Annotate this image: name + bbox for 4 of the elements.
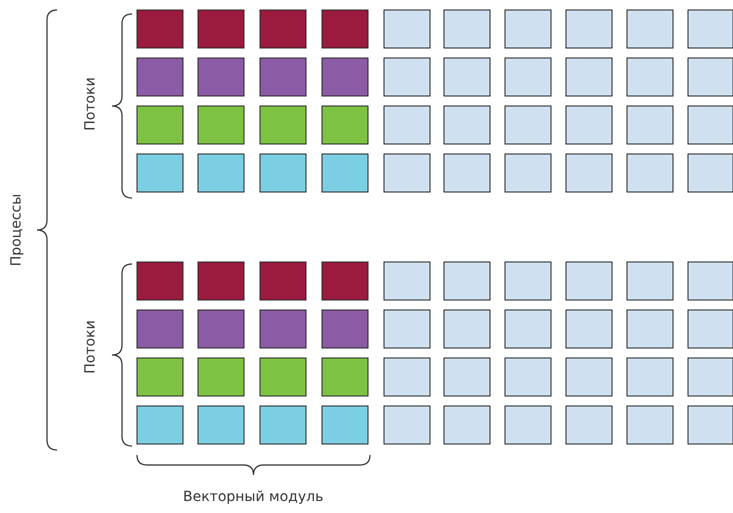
axis-label: Потоки <box>82 77 98 131</box>
brace-label: Векторный модуль <box>183 489 324 505</box>
axis-label: Потоки <box>82 320 98 374</box>
axis-label: Процессы <box>8 194 24 266</box>
